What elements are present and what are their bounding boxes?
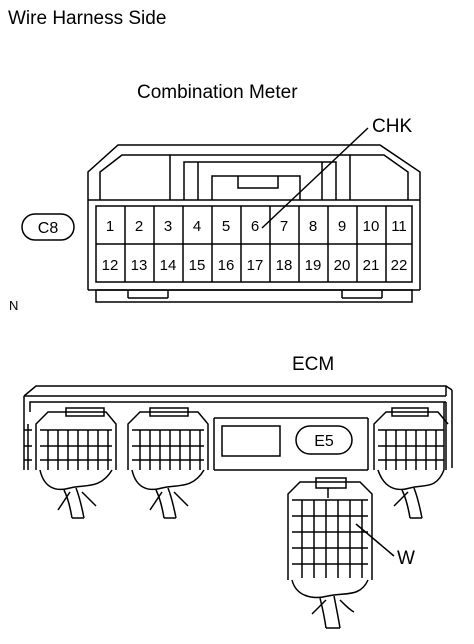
ecm-connector-left-edge — [23, 412, 32, 470]
pin-label: 1 — [106, 218, 114, 235]
pin-label: 7 — [280, 218, 288, 235]
pin-label: 17 — [247, 257, 264, 274]
pin-label: 8 — [309, 218, 317, 235]
connector-c8-housing — [87, 144, 421, 303]
combination-meter-label: Combination Meter — [137, 82, 298, 103]
ecm-connector-right — [373, 407, 449, 519]
connector-e5-tag: E5 — [295, 425, 353, 455]
chk-leader-line — [261, 127, 369, 229]
pin-label: 19 — [305, 257, 322, 274]
c8-code: C8 — [38, 220, 59, 237]
pin-label: 14 — [160, 257, 177, 274]
pin-label: 13 — [131, 257, 148, 274]
connector-c8-tag: C8 — [21, 213, 75, 241]
chk-label: CHK — [372, 116, 413, 137]
pin-label: 16 — [218, 257, 235, 274]
pin-label: 18 — [276, 257, 293, 274]
pin-label: 12 — [102, 257, 119, 274]
w-label: W — [397, 548, 415, 569]
w-leader-line — [355, 523, 395, 557]
connector-c8-pin-grid — [95, 205, 413, 283]
ecm-label: ECM — [292, 354, 335, 375]
pin-label: 4 — [193, 218, 201, 235]
pin-label: 2 — [135, 218, 143, 235]
ecm-housing — [23, 385, 453, 471]
ecm-connector-left-2 — [127, 407, 209, 519]
pin-label: 11 — [391, 218, 407, 235]
pin-label: 9 — [338, 218, 346, 235]
n-label: N — [9, 298, 19, 313]
diagram-title: Wire Harness Side — [8, 8, 167, 29]
harness-connector-e5 — [287, 477, 373, 629]
pin-label: 20 — [334, 257, 351, 274]
pin-label: 10 — [363, 218, 380, 235]
pin-label: 3 — [164, 218, 172, 235]
ecm-connector-left-1 — [35, 407, 117, 519]
pin-label: 21 — [363, 257, 380, 274]
e5-code: E5 — [314, 433, 334, 450]
pin-label: 5 — [222, 218, 230, 235]
pin-label: 15 — [189, 257, 206, 274]
pin-label: 22 — [391, 257, 408, 274]
pin-label-chk: 6 — [251, 218, 259, 235]
